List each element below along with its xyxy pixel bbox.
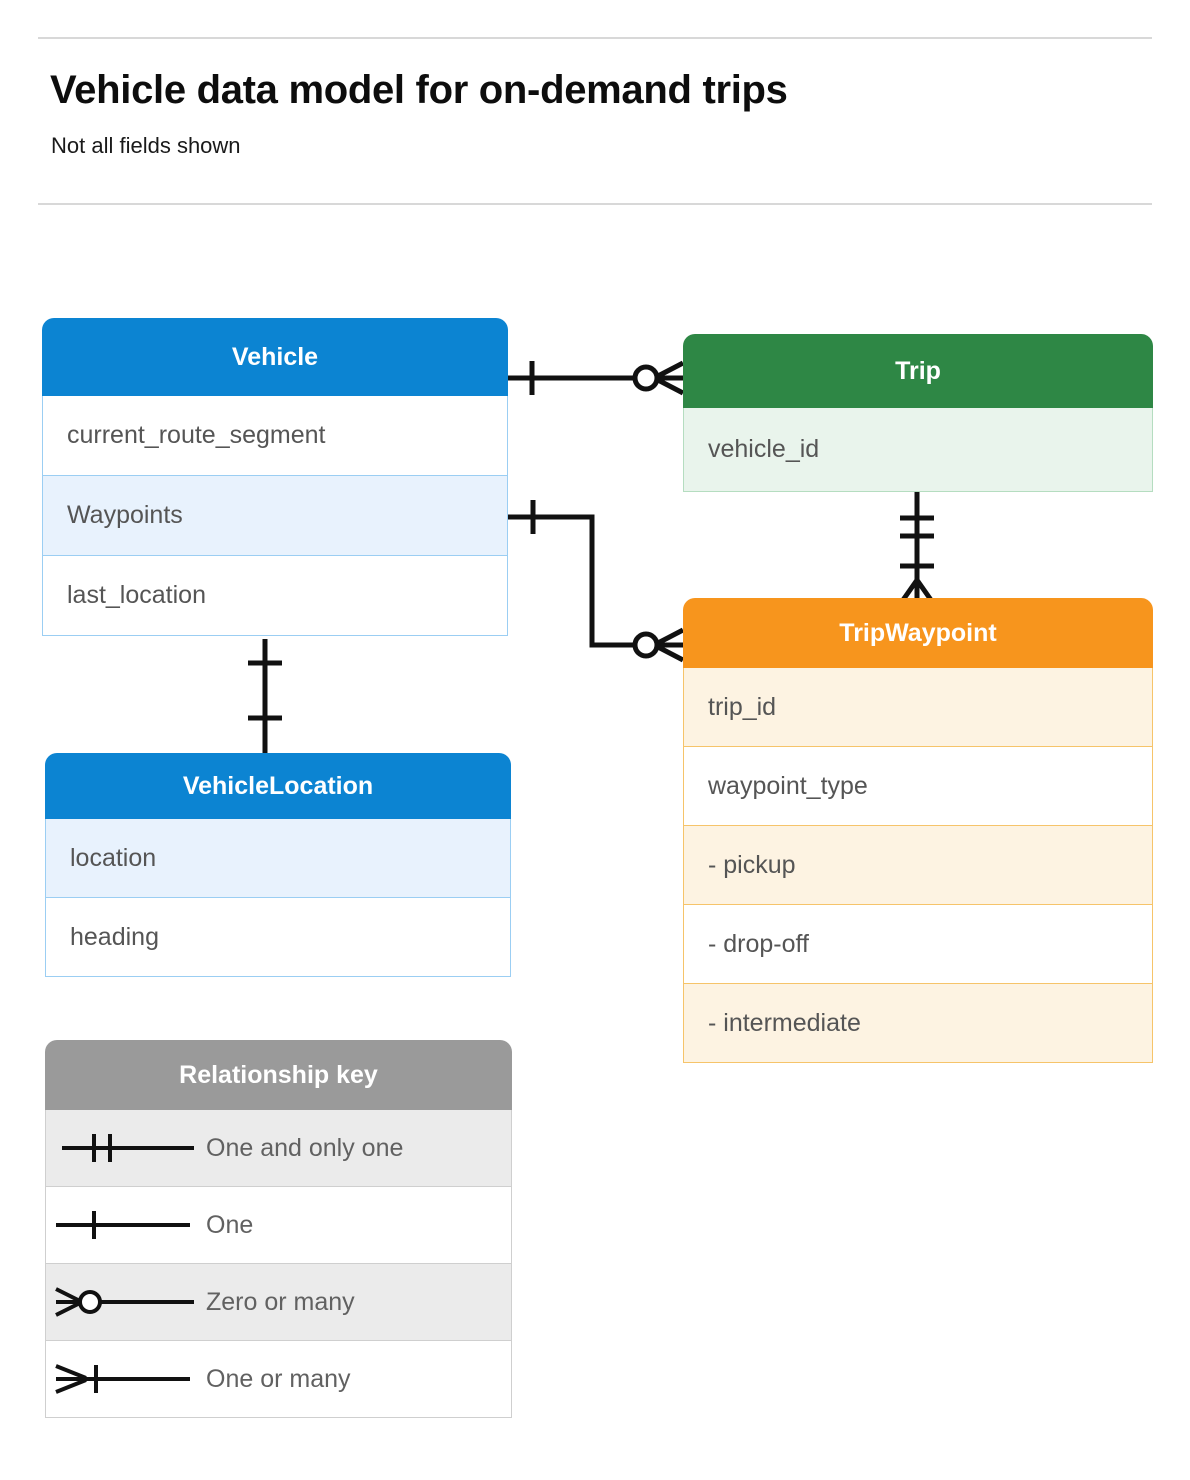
entity-tripwaypoint-field-drop-off[interactable]: - drop-off [683, 905, 1153, 984]
entity-vehiclelocation-field-location[interactable]: location [45, 819, 511, 898]
legend-label-one-or-many: One or many [206, 1364, 351, 1393]
entity-trip-title: Trip [683, 334, 1153, 408]
entity-trip-field-vehicle-id[interactable]: vehicle_id [683, 408, 1153, 492]
legend-row-one: One [45, 1187, 512, 1264]
entity-vehiclelocation-title: VehicleLocation [45, 753, 511, 819]
entity-vehicle[interactable]: Vehicle current_route_segment Waypoints … [42, 318, 508, 636]
entity-vehicle-field-waypoints[interactable]: Waypoints [42, 476, 508, 556]
entity-vehicle-title: Vehicle [42, 318, 508, 396]
legend-label-zero-or-many: Zero or many [206, 1287, 355, 1316]
entity-vehiclelocation-field-heading[interactable]: heading [45, 898, 511, 977]
page-subtitle: Not all fields shown [51, 133, 241, 158]
entity-tripwaypoint[interactable]: TripWaypoint trip_id waypoint_type - pic… [683, 598, 1153, 1063]
entity-tripwaypoint-field-pickup[interactable]: - pickup [683, 826, 1153, 905]
relationship-key-legend: Relationship key One and only one One [45, 1040, 512, 1418]
one-icon [46, 1187, 206, 1263]
legend-label-one: One [206, 1210, 254, 1239]
connector-waypoints-tripwaypoint [508, 514, 645, 648]
entity-tripwaypoint-field-trip-id[interactable]: trip_id [683, 668, 1153, 747]
legend-row-zero-or-many: Zero or many [45, 1264, 512, 1341]
legend-title: Relationship key [45, 1040, 512, 1110]
legend-label-one-and-only-one: One and only one [206, 1133, 404, 1162]
zero-or-many-icon [46, 1264, 206, 1340]
page-title: Vehicle data model for on-demand trips [50, 68, 788, 112]
entity-vehicle-field-last-location[interactable]: last_location [42, 556, 508, 636]
entity-tripwaypoint-field-intermediate[interactable]: - intermediate [683, 984, 1153, 1063]
top-divider [38, 37, 1152, 39]
entity-tripwaypoint-field-waypoint-type[interactable]: waypoint_type [683, 747, 1153, 826]
one-and-only-one-icon [46, 1110, 206, 1186]
legend-row-one-and-only-one: One and only one [45, 1110, 512, 1187]
entity-tripwaypoint-title: TripWaypoint [683, 598, 1153, 668]
entity-vehiclelocation[interactable]: VehicleLocation location heading [45, 753, 511, 977]
entity-vehicle-field-current-route-segment[interactable]: current_route_segment [42, 396, 508, 476]
legend-row-one-or-many: One or many [45, 1341, 512, 1418]
entity-trip[interactable]: Trip vehicle_id [683, 334, 1153, 492]
one-or-many-icon [46, 1341, 206, 1417]
bottom-divider [38, 203, 1152, 205]
